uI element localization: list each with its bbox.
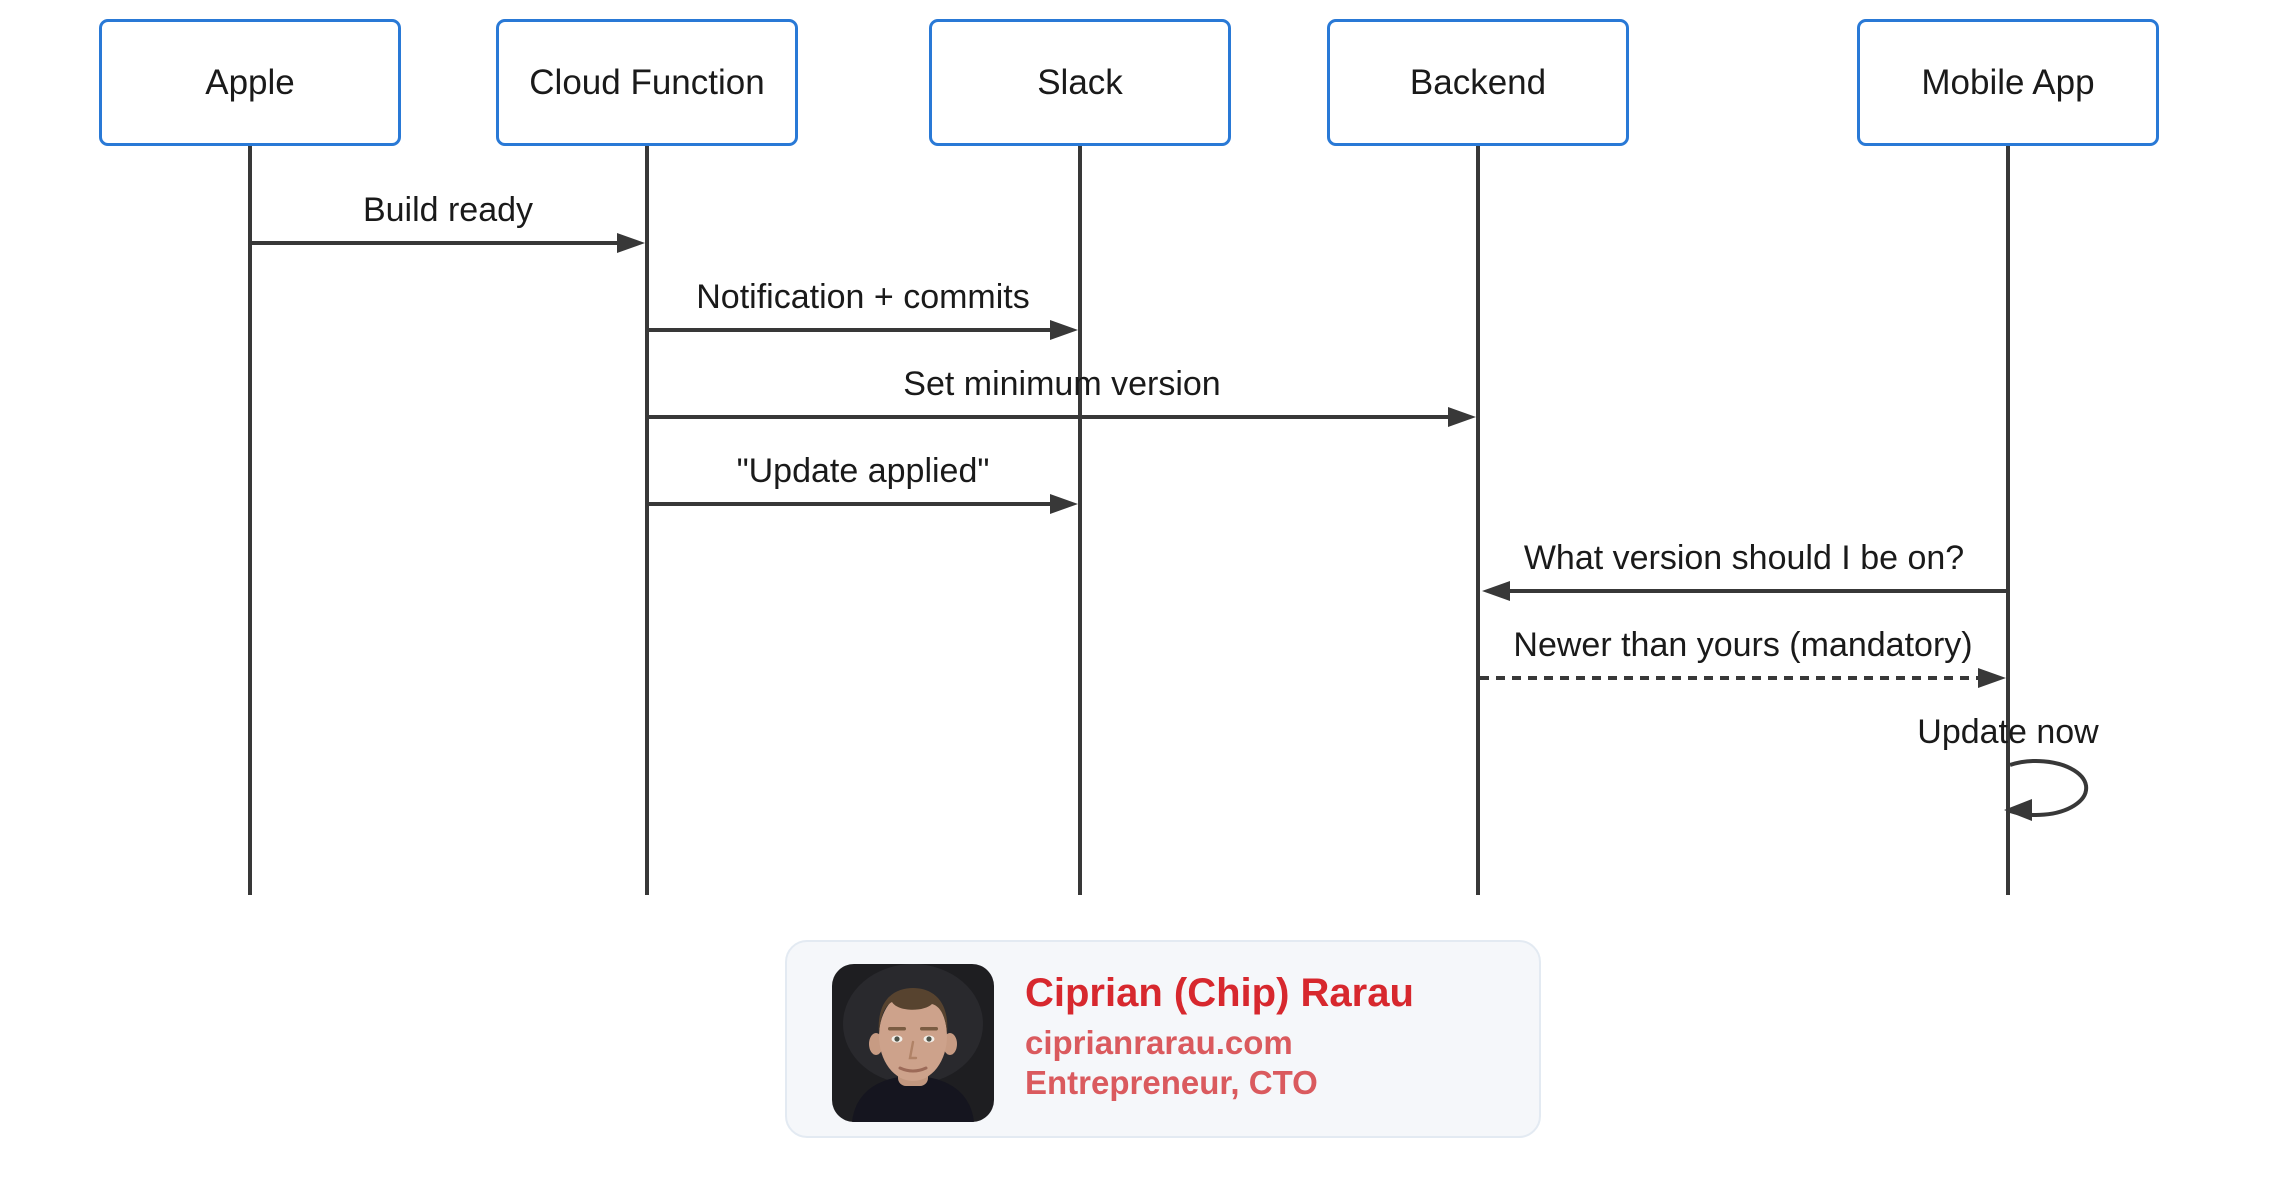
actor-backend: Backend: [1327, 19, 1629, 146]
arrowhead-what-version: [1482, 581, 1510, 601]
author-card: Ciprian (Chip) Rarau ciprianrarau.com En…: [785, 940, 1541, 1138]
arrowhead-update-applied: [1050, 494, 1078, 514]
author-name: Ciprian (Chip) Rarau: [1025, 971, 1414, 1015]
actor-slack: Slack: [929, 19, 1231, 146]
actor-cloud-function: Cloud Function: [496, 19, 798, 146]
message-label-newer-than-yours: Newer than yours (mandatory): [1513, 626, 1973, 664]
author-role: Entrepreneur, CTO: [1025, 1064, 1318, 1101]
message-label-update-applied: "Update applied": [736, 452, 990, 490]
message-label-update-now: Update now: [1917, 713, 2099, 751]
actor-mobile-app: Mobile App: [1857, 19, 2159, 146]
actor-label: Backend: [1409, 62, 1547, 102]
arrowhead-notification-commits: [1050, 320, 1078, 340]
message-label-set-minimum-version: Set minimum version: [903, 365, 1221, 403]
actor-label: Cloud Function: [529, 62, 765, 102]
author-card-text: Ciprian (Chip) Rarau ciprianrarau.com En…: [1025, 970, 1414, 1103]
message-label-notification-commits: Notification + commits: [696, 278, 1030, 316]
arrowhead-newer-than-yours: [1978, 668, 2006, 688]
arrowhead-set-minimum-version: [1448, 407, 1476, 427]
actor-label: Slack: [1037, 62, 1123, 102]
author-website: ciprianrarau.com: [1025, 1024, 1293, 1061]
actor-label: Apple: [205, 62, 295, 102]
message-label-build-ready: Build ready: [362, 191, 534, 229]
portrait-photo: [832, 964, 994, 1122]
message-label-what-version: What version should I be on?: [1523, 539, 1965, 577]
avatar: [832, 964, 994, 1122]
actor-label: Mobile App: [1921, 62, 2095, 102]
arrowhead-update-now: [2004, 799, 2032, 821]
arrow-update-now-self-loop: [2009, 759, 2089, 817]
arrowhead-build-ready: [617, 233, 645, 253]
actor-apple: Apple: [99, 19, 401, 146]
